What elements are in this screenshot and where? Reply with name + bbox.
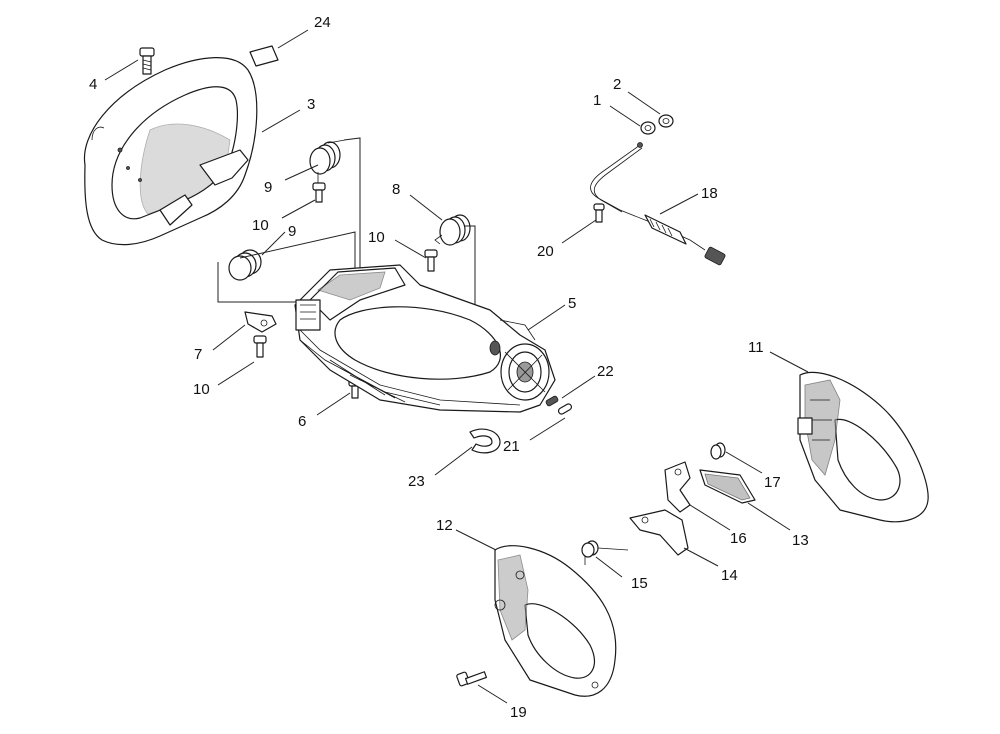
callout-22: 22: [597, 363, 614, 380]
callout-20: 20: [537, 243, 554, 260]
part-front-handle: [83, 57, 258, 246]
callout-23: 23: [408, 473, 425, 490]
callout-9-upper: 9: [264, 179, 272, 196]
part-screw-10-a: [312, 182, 326, 203]
part-screw-20: [593, 203, 605, 223]
part-pin-21: [557, 403, 573, 415]
callout-10-upper: 10: [252, 217, 269, 234]
callout-10-middle: 10: [368, 229, 385, 246]
part-trigger-16: [664, 461, 691, 513]
callout-21: 21: [503, 438, 520, 455]
part-clip-23: [469, 428, 501, 454]
part-nut-2: [658, 114, 674, 128]
callout-15: 15: [631, 575, 648, 592]
part-spring-17: [710, 442, 726, 460]
part-housing-11: [797, 371, 929, 523]
part-label-plate: [249, 45, 279, 67]
callout-8: 8: [392, 181, 400, 198]
callout-17: 17: [764, 474, 781, 491]
part-lever-14: [629, 509, 689, 556]
part-spring-9-lower: [228, 249, 262, 281]
callout-9-lower: 9: [288, 223, 296, 240]
part-screw-10-c: [253, 335, 267, 358]
callout-7: 7: [194, 346, 202, 363]
callout-19: 19: [510, 704, 527, 721]
callout-18: 18: [701, 185, 718, 202]
callout-11: 11: [748, 339, 764, 356]
part-spring-15: [581, 540, 629, 565]
part-cable-18: [590, 142, 726, 266]
part-screw-4: [139, 47, 155, 75]
part-main-frame: [294, 264, 556, 413]
callout-14: 14: [721, 567, 738, 584]
part-spring-9-upper: [309, 139, 346, 185]
callout-13: 13: [792, 532, 809, 549]
part-screw-19: [456, 671, 488, 687]
callout-16: 16: [730, 530, 747, 547]
callout-6: 6: [298, 413, 306, 430]
part-housing-12: [494, 545, 617, 697]
callout-3: 3: [307, 96, 315, 113]
callout-12: 12: [436, 517, 453, 534]
part-pin-22: [545, 395, 559, 407]
part-screw-10-b: [424, 249, 438, 272]
part-plate-13: [699, 469, 756, 504]
part-nut-1: [640, 121, 656, 135]
callout-2: 2: [613, 76, 621, 93]
leader-lines: [104, 29, 809, 704]
callout-10-lower: 10: [193, 381, 210, 398]
callout-5: 5: [568, 295, 576, 312]
part-plate-7: [244, 311, 277, 333]
callout-1: 1: [593, 92, 601, 109]
part-spring-8: [434, 214, 471, 246]
callout-24: 24: [314, 14, 331, 31]
callout-labels: 24 4 3 9 10 9 7 10 6 8 10 5 22 21 23 2 1…: [89, 14, 809, 721]
callout-4: 4: [89, 76, 97, 93]
